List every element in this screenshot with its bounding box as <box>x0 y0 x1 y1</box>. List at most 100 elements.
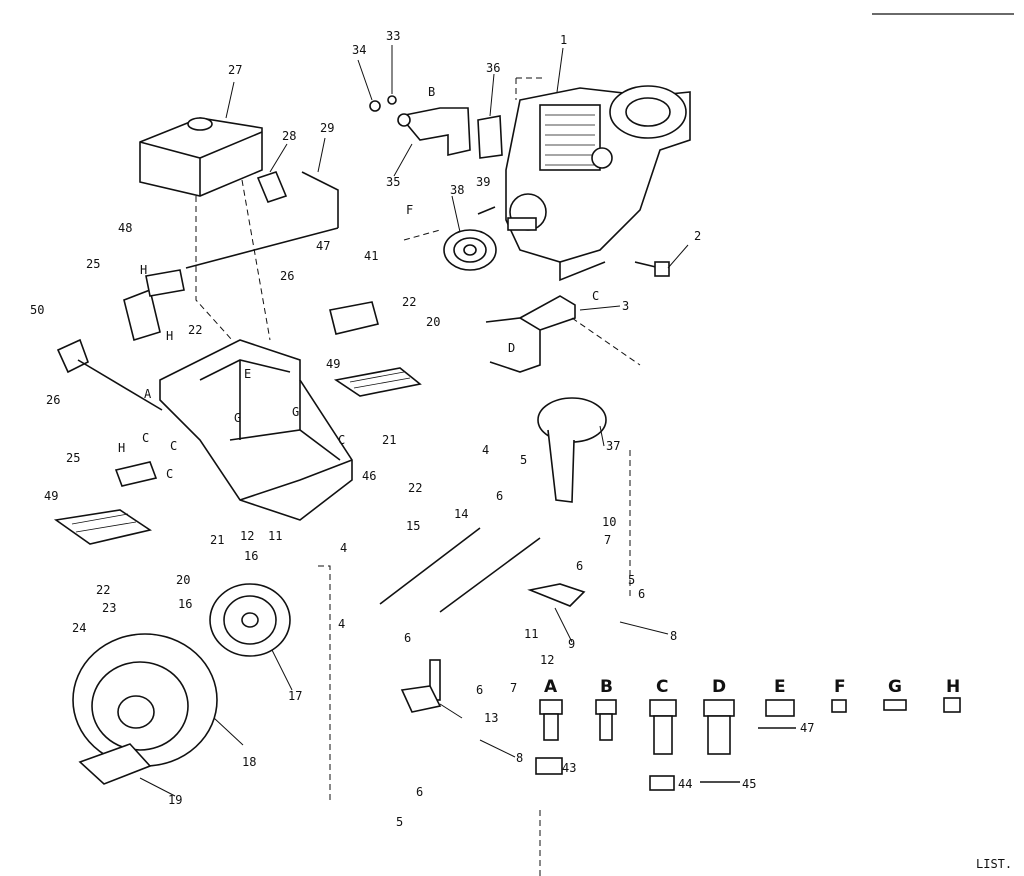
callout-2: 2 <box>694 229 701 243</box>
callout-5: 5 <box>520 453 527 467</box>
bolt-b <box>595 699 617 741</box>
callout-24: 24 <box>72 621 86 635</box>
nut-44 <box>649 775 675 791</box>
bolt-c <box>649 699 677 755</box>
reference-letters: A B C C C C C D E F G G H H H <box>118 85 599 481</box>
callout-50: 50 <box>30 303 44 317</box>
callout-45: 45 <box>742 777 756 791</box>
callout-14: 14 <box>454 507 468 521</box>
ref-letter-g: G <box>234 411 241 425</box>
callout-3: 3 <box>622 299 629 313</box>
callout-19: 19 <box>168 793 182 807</box>
key-letter-g: G <box>888 677 902 697</box>
link-25-upper <box>123 288 161 342</box>
callout-33: 33 <box>386 29 400 43</box>
fuel-tank-27 <box>139 117 263 197</box>
nut-g <box>883 699 907 711</box>
callout-17: 17 <box>288 689 302 703</box>
ref-letter-h: H <box>118 441 125 455</box>
callout-10: 10 <box>602 515 616 529</box>
cable-50 <box>56 338 163 411</box>
callout-25: 25 <box>66 451 80 465</box>
ref-letter-b: B <box>428 85 435 99</box>
callout-21: 21 <box>210 533 224 547</box>
nut-f <box>831 699 847 713</box>
callout-7: 7 <box>604 533 611 547</box>
washer-33 <box>387 95 397 105</box>
ref-letter-g: G <box>292 405 299 419</box>
callout-15: 15 <box>406 519 420 533</box>
ref-letter-e: E <box>244 367 251 381</box>
callout-1: 1 <box>560 33 567 47</box>
pedal-49-lower <box>53 509 152 545</box>
callout-6: 6 <box>638 587 645 601</box>
muffler-37 <box>537 397 607 503</box>
callout-16: 16 <box>178 597 192 611</box>
callout-18: 18 <box>242 755 256 769</box>
callout-labels: 1 2 3 4 4 4 5 5 5 6 6 6 6 6 6 7 7 8 8 9 … <box>30 29 814 829</box>
callout-8: 8 <box>516 751 523 765</box>
key-letter-a: A <box>544 677 558 697</box>
pedal-49-upper <box>333 367 422 397</box>
callout-7: 7 <box>510 681 517 695</box>
callout-29: 29 <box>320 121 334 135</box>
callout-37: 37 <box>606 439 620 453</box>
callout-39: 39 <box>476 175 490 189</box>
callout-5: 5 <box>396 815 403 829</box>
key-letter-c: C <box>656 677 668 697</box>
plate-36 <box>477 115 503 159</box>
callout-6: 6 <box>476 683 483 697</box>
callout-44: 44 <box>678 777 692 791</box>
callout-38: 38 <box>450 183 464 197</box>
bolt-a <box>539 699 563 741</box>
bracket-35 <box>397 107 471 157</box>
nut-43 <box>535 757 563 775</box>
callout-48: 48 <box>118 221 132 235</box>
ref-letter-h: H <box>140 263 147 277</box>
ref-letter-a: A <box>144 387 152 401</box>
ref-letter-c: C <box>338 433 345 447</box>
key-letter-e: E <box>774 677 786 697</box>
callout-41: 41 <box>364 249 378 263</box>
ref-letter-d: D <box>508 341 515 355</box>
key-letter-h: H <box>946 677 960 697</box>
hose-28 <box>256 171 288 203</box>
bolt-d <box>703 699 735 755</box>
shaft-13 <box>400 659 442 713</box>
callout-16: 16 <box>244 549 258 563</box>
nut-e <box>765 699 795 717</box>
ref-letter-h: H <box>166 329 173 343</box>
ref-letter-c: C <box>142 431 149 445</box>
callout-4: 4 <box>482 443 489 457</box>
callout-9: 9 <box>568 637 575 651</box>
callout-27: 27 <box>228 63 242 77</box>
callout-21: 21 <box>382 433 396 447</box>
bolt-2 <box>634 244 689 277</box>
callout-22: 22 <box>402 295 416 309</box>
ref-letter-c: C <box>166 467 173 481</box>
callout-13: 13 <box>484 711 498 725</box>
lever-9 <box>527 583 586 607</box>
link-48 <box>145 269 185 297</box>
callout-4: 4 <box>340 541 347 555</box>
pulley-38 <box>403 229 497 271</box>
washer-34 <box>369 100 381 112</box>
pulley-17 <box>209 583 291 657</box>
chassis-frame <box>159 179 353 521</box>
key-39 <box>477 206 496 215</box>
nut-h <box>943 697 961 713</box>
callout-8: 8 <box>670 629 677 643</box>
callout-23: 23 <box>102 601 116 615</box>
callout-26: 26 <box>280 269 294 283</box>
callout-12: 12 <box>240 529 254 543</box>
callout-49: 49 <box>326 357 340 371</box>
bracket-3 <box>485 295 641 373</box>
callout-36: 36 <box>486 61 500 75</box>
callout-22: 22 <box>188 323 202 337</box>
callout-26: 26 <box>46 393 60 407</box>
key-letter-f: F <box>834 677 846 697</box>
engine <box>505 77 691 282</box>
callout-28: 28 <box>282 129 296 143</box>
rod-29 <box>185 171 339 269</box>
assembly-boundary <box>316 450 631 876</box>
